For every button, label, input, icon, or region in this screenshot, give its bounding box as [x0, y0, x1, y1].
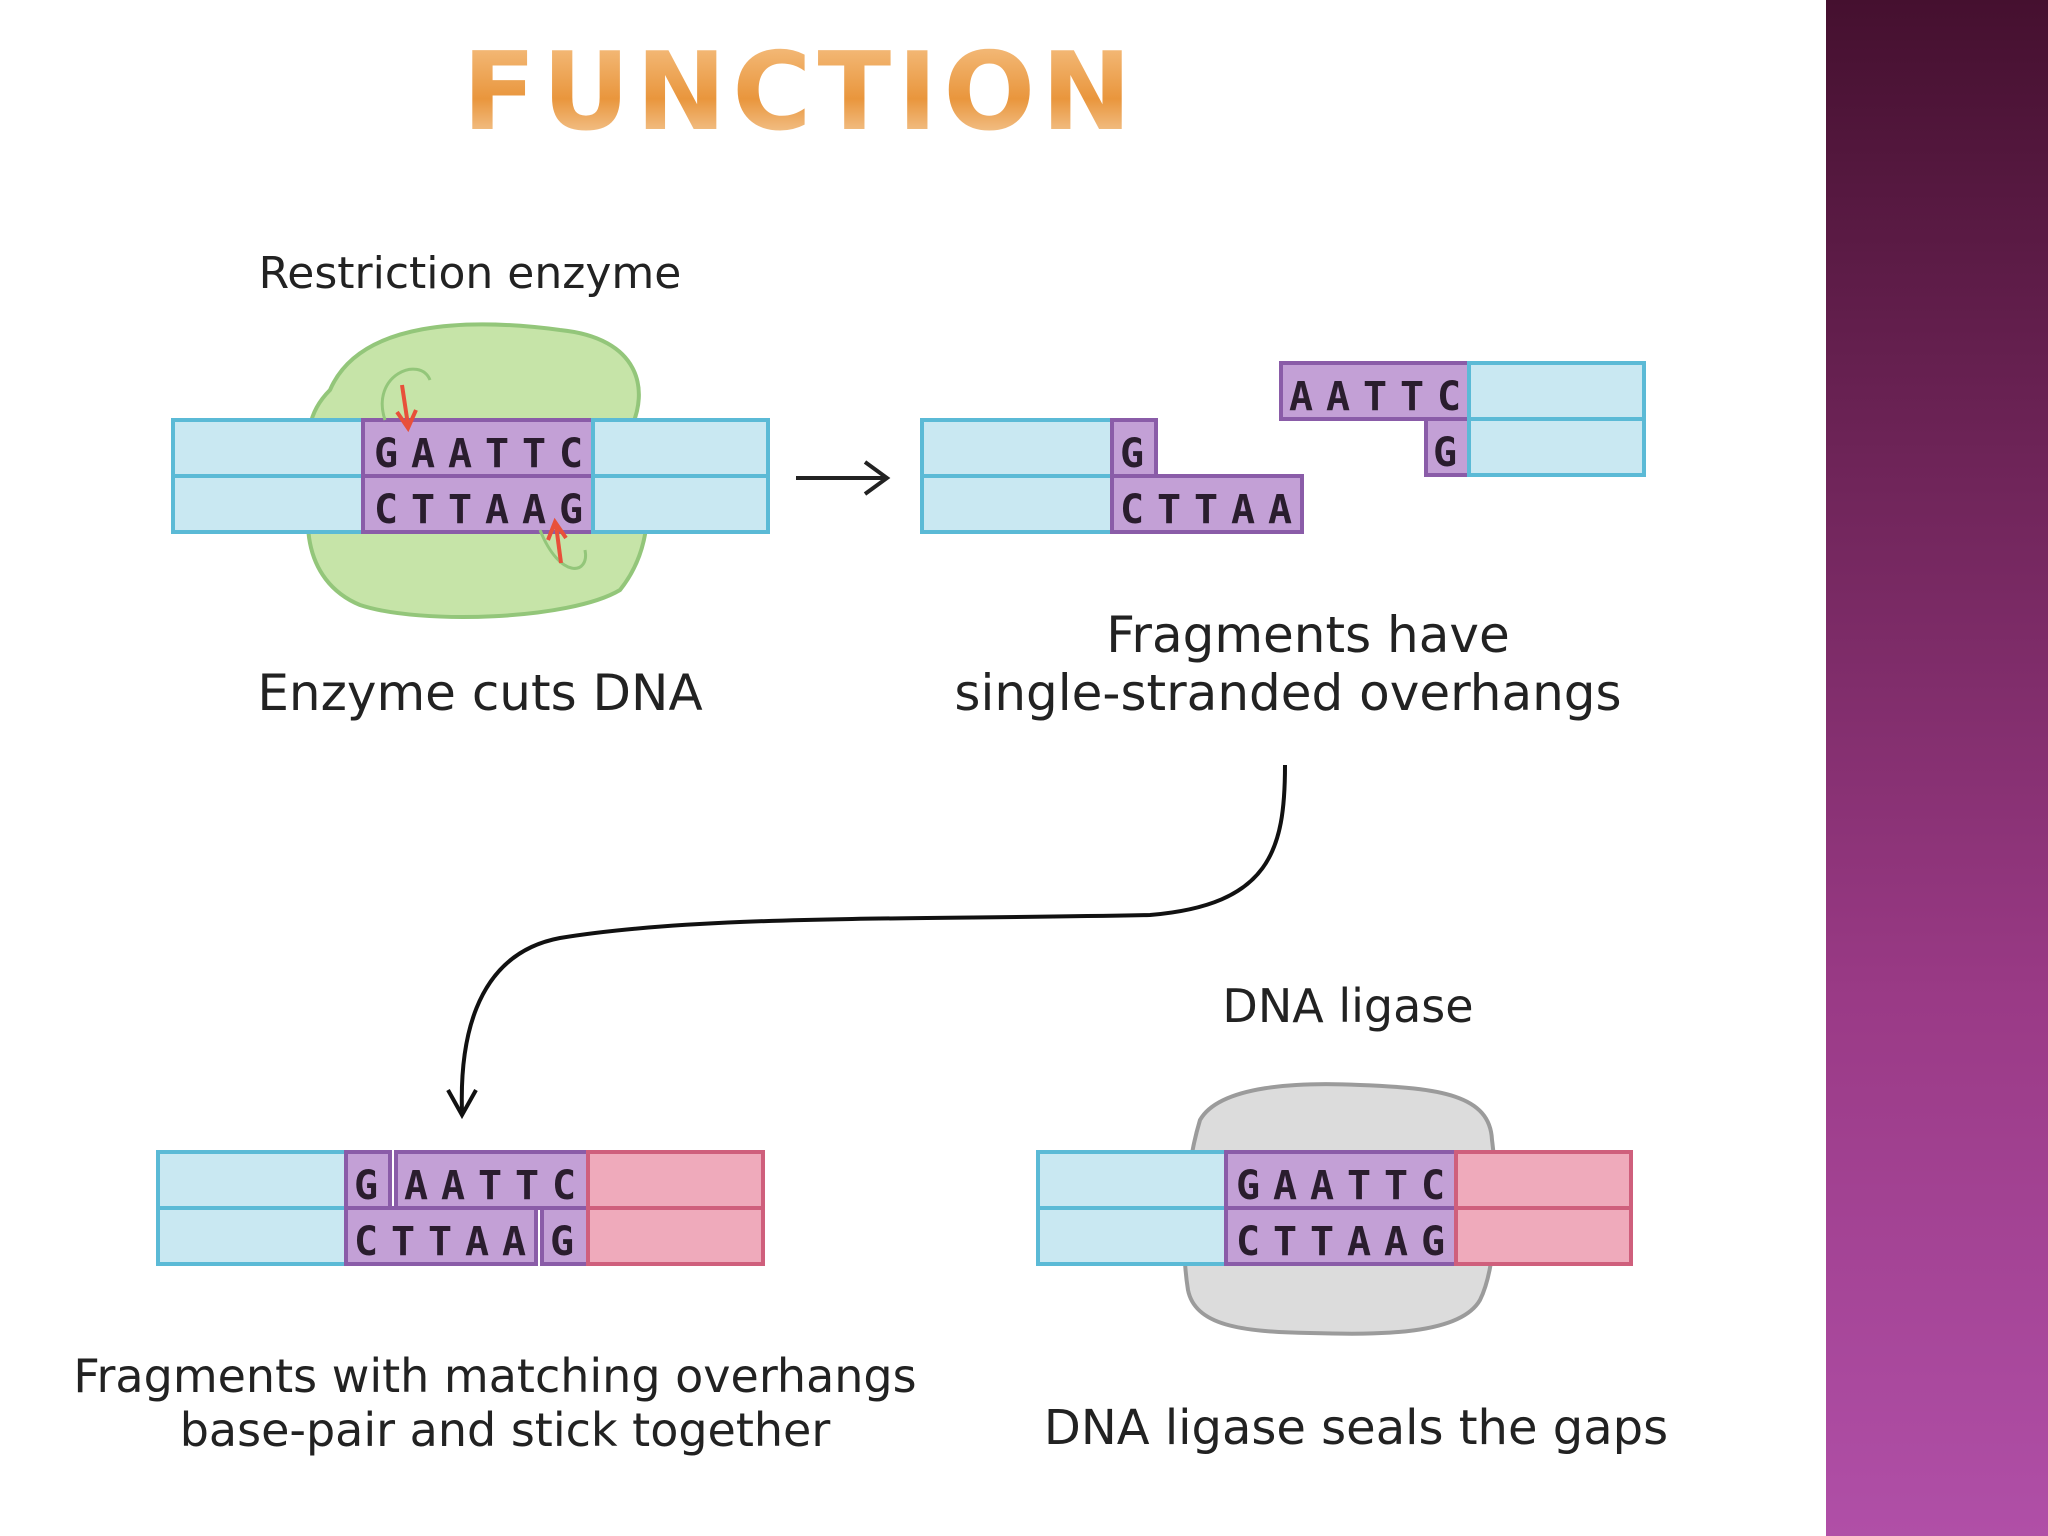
- dna-base-letter: T: [1310, 1219, 1334, 1265]
- right-fragment: [1279, 361, 1646, 477]
- dna-base-letter: G: [1421, 1219, 1445, 1265]
- dna-right-segment: [591, 418, 770, 534]
- ligated-dna: [1036, 1150, 1633, 1266]
- cut-arrow-top-icon: [395, 384, 418, 433]
- dna-base-letter: T: [485, 431, 509, 477]
- dna-base-letter: C: [1437, 374, 1461, 420]
- dna-base-letter: T: [1384, 1163, 1408, 1209]
- dna-base-letter: A: [1326, 374, 1350, 420]
- dna-base-letter: G: [1236, 1163, 1260, 1209]
- dna-base-letter: A: [1310, 1163, 1334, 1209]
- dna-base-letter: T: [1157, 487, 1181, 533]
- dna-base-letter: G: [1120, 431, 1144, 477]
- dna-base-letter: G: [354, 1163, 378, 1209]
- left-fragment-top-bases: G: [1120, 431, 1144, 477]
- pairing-caption-line2: base-pair and stick together: [180, 1403, 831, 1457]
- dna-base-letter: T: [1347, 1163, 1371, 1209]
- right-arrow-icon: [796, 460, 891, 496]
- dna-base-letter: A: [1384, 1219, 1408, 1265]
- dna-base-letter: C: [374, 487, 398, 533]
- fragments-caption-line1: Fragments have: [1106, 606, 1509, 664]
- dna-base-letter: A: [448, 431, 472, 477]
- dna-base-letter: A: [1347, 1219, 1371, 1265]
- dna-base-letter: C: [1421, 1163, 1445, 1209]
- right-fragment-bottom-bases: G: [1433, 430, 1457, 476]
- dna-base-letter: G: [374, 431, 398, 477]
- dna-base-letter: C: [559, 431, 583, 477]
- enzyme-arc-top: [380, 367, 432, 421]
- paired-bottom-right-bases: G: [550, 1219, 574, 1265]
- dna-base-letter: C: [1120, 487, 1144, 533]
- dna-base-letter: A: [404, 1163, 428, 1209]
- dna-ligase-label: DNA ligase: [1222, 979, 1473, 1033]
- dna-base-letter: C: [1236, 1219, 1260, 1265]
- dna-base-letter: C: [354, 1219, 378, 1265]
- pairing-caption-line1: Fragments with matching overhangs: [73, 1349, 916, 1403]
- decorative-sidebar: [1826, 0, 2048, 1536]
- dna-base-letter: G: [550, 1219, 574, 1265]
- dna-base-letter: T: [522, 431, 546, 477]
- dna-base-letter: T: [478, 1163, 502, 1209]
- dna-base-letter: T: [515, 1163, 539, 1209]
- enzyme-arc-bottom: [538, 529, 588, 570]
- dna-base-letter: A: [1268, 487, 1292, 533]
- dna-base-letter: T: [428, 1219, 452, 1265]
- dna-base-letter: A: [1231, 487, 1255, 533]
- cut-arrow-bottom-icon: [546, 517, 568, 564]
- dna-base-letter: A: [1289, 374, 1313, 420]
- dna-base-letter: C: [552, 1163, 576, 1209]
- dna-base-letter: G: [559, 487, 583, 533]
- dna-base-letter: T: [1194, 487, 1218, 533]
- dna-base-letter: T: [448, 487, 472, 533]
- slide-title: FUNCTION: [0, 30, 1600, 155]
- enzyme-cuts-caption: Enzyme cuts DNA: [257, 664, 702, 722]
- dna-base-letter: T: [391, 1219, 415, 1265]
- restriction-enzyme-label: Restriction enzyme: [259, 248, 682, 299]
- dna-left-segment: [171, 418, 365, 534]
- dna-base-letter: A: [502, 1219, 526, 1265]
- ligase-caption: DNA ligase seals the gaps: [1044, 1400, 1668, 1456]
- dna-base-letter: A: [411, 431, 435, 477]
- dna-base-letter: A: [441, 1163, 465, 1209]
- dna-base-letter: A: [465, 1219, 489, 1265]
- paired-top-left-bases: G: [354, 1163, 378, 1209]
- dna-base-letter: T: [411, 487, 435, 533]
- dna-base-letter: T: [1273, 1219, 1297, 1265]
- dna-base-letter: A: [1273, 1163, 1297, 1209]
- dna-base-letter: A: [485, 487, 509, 533]
- dna-base-letter: T: [1363, 374, 1387, 420]
- paired-fragments: [156, 1150, 765, 1266]
- dna-base-letter: G: [1433, 430, 1457, 476]
- left-fragment: [920, 418, 1304, 534]
- dna-base-letter: A: [522, 487, 546, 533]
- curved-down-arrow-icon: [446, 764, 1287, 1120]
- fragments-caption-line2: single-stranded overhangs: [954, 664, 1621, 722]
- dna-base-letter: T: [1400, 374, 1424, 420]
